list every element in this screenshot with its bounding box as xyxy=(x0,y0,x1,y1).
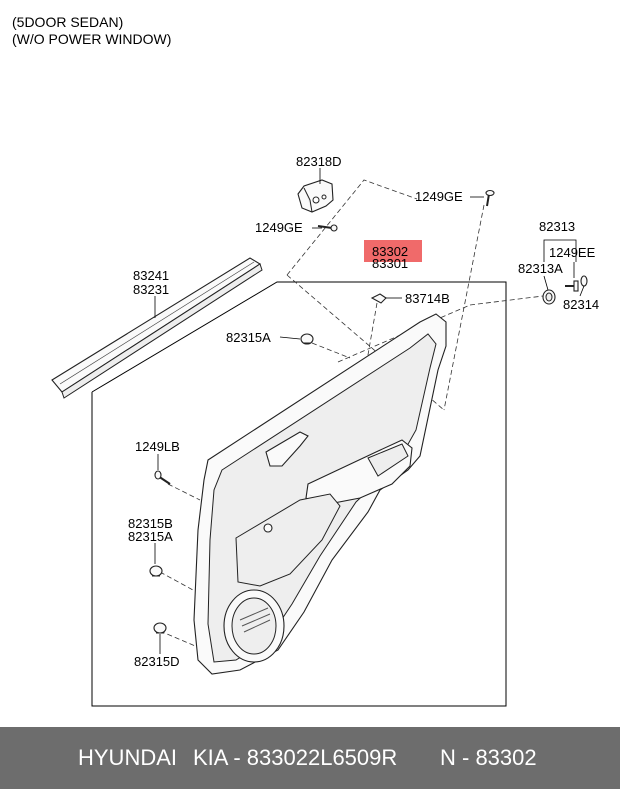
clip-83714B xyxy=(370,293,387,304)
label-83231: 83231 xyxy=(133,282,169,297)
label-1249GE-right: 1249GE xyxy=(415,189,463,204)
label-82313: 82313 xyxy=(539,219,575,234)
clip-82315D xyxy=(153,622,167,634)
label-83241: 83241 xyxy=(133,268,169,283)
header-window-note: (W/O POWER WINDOW) xyxy=(12,31,172,47)
assembly-frame xyxy=(91,281,507,707)
label-82315B: 82315B xyxy=(128,516,173,531)
screw-1249EE xyxy=(565,280,579,292)
exploded-parts-diagram: 82318D 1249GE 1249GE 83302 83301 82313 1… xyxy=(51,154,599,707)
label-82313A: 82313A xyxy=(518,261,563,276)
bracket-82318D-part xyxy=(297,179,334,213)
label-83302: 83302 xyxy=(372,244,408,259)
footer-brand: HYUNDAI xyxy=(78,745,178,770)
label-1249LB: 1249LB xyxy=(135,439,180,454)
label-82315A-mid: 82315A xyxy=(128,529,173,544)
clip-82315A-top xyxy=(300,333,314,345)
screw-1249GE-right xyxy=(485,189,495,207)
label-83714B: 83714B xyxy=(405,291,450,306)
footer-diagram-number: N - 83302 xyxy=(440,745,537,770)
clip-82315B xyxy=(149,565,163,577)
label-82314: 82314 xyxy=(563,297,599,312)
bolt-1249LB xyxy=(154,470,171,485)
handle-cap-82313A xyxy=(542,289,556,305)
leader-lines xyxy=(154,168,585,654)
footer-oem-number: KIA - 833022L6509R xyxy=(193,745,398,770)
header-model-note: (5DOOR SEDAN) xyxy=(12,14,124,30)
part-number-footer: HYUNDAI KIA - 833022L6509R N - 83302 xyxy=(0,727,620,789)
label-82315D: 82315D xyxy=(134,654,180,669)
screw-1249GE-left xyxy=(317,224,338,232)
label-82315A-top: 82315A xyxy=(226,330,271,345)
label-1249GE-left: 1249GE xyxy=(255,220,303,235)
label-82318D: 82318D xyxy=(296,154,342,169)
door-trim-panel xyxy=(193,313,447,675)
weatherstrip-part xyxy=(51,257,263,399)
label-1249EE: 1249EE xyxy=(549,245,596,260)
clip-82314 xyxy=(580,275,588,287)
highlight-83302 xyxy=(364,240,422,262)
label-83301: 83301 xyxy=(372,256,408,271)
